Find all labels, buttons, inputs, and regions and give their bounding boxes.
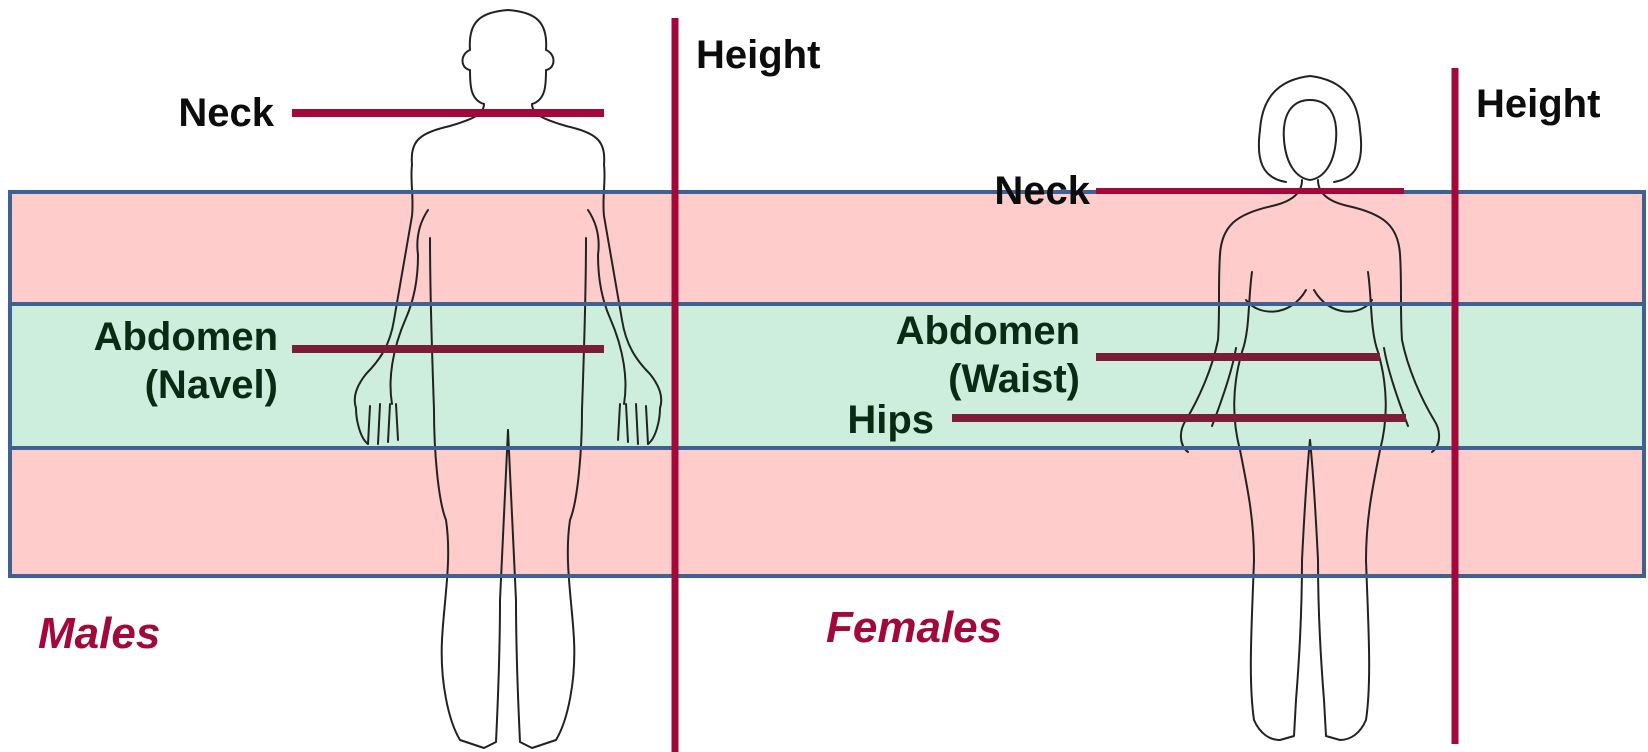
male-group-label: Males [38,609,160,658]
female-abdomen-label-line2: (Waist) [948,357,1080,401]
female-neck-label: Neck [994,169,1090,213]
female-hair-outline [1259,76,1361,182]
male-height-label: Height [696,33,820,77]
female-abdomen-label-line1: Abdomen [896,309,1080,353]
lower-red-band [10,448,1644,576]
male-head-outline [463,10,554,104]
female-face-outline [1284,100,1337,180]
male-abdomen-label-line1: Abdomen [94,315,278,359]
male-abdomen-label-line2: (Navel) [145,363,278,407]
female-hips-label: Hips [847,398,934,442]
female-height-label: Height [1476,82,1600,126]
male-neck-label: Neck [178,91,274,135]
female-group-label: Females [826,603,1002,652]
